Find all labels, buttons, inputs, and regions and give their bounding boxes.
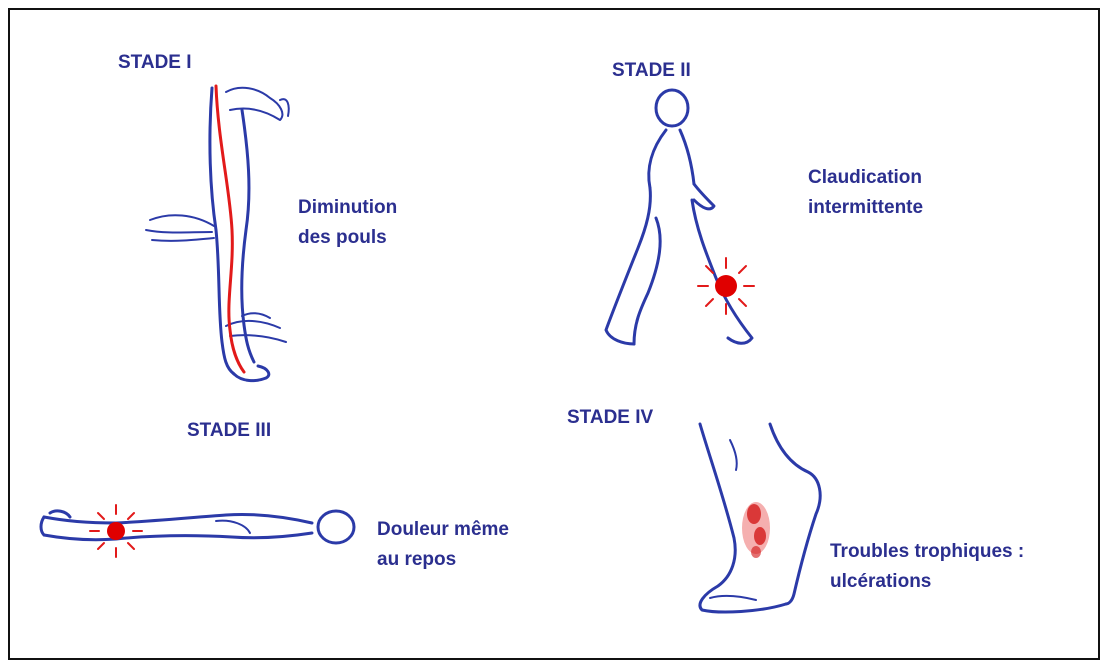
stage-2-description-line-1: Claudication [808,163,923,193]
stage-3-title: STADE III [187,420,271,442]
lying-person-icon [36,495,366,575]
stage-2-description-line-2: intermittente [808,193,923,223]
stage-4-description: Troubles trophiques : ulcérations [830,537,1024,597]
stage-3-description-line-1: Douleur même [377,515,509,545]
stage-3-description-line-2: au repos [377,545,509,575]
stage-2-title: STADE II [612,60,691,82]
ulceration-mark [742,502,770,558]
walking-person-icon [596,88,796,358]
leg-pulse-check-icon [130,80,300,390]
stage-4-description-line-2: ulcérations [830,567,1024,597]
stage-1-description-line-2: des pouls [298,223,397,253]
ulcerated-foot-icon [690,418,840,618]
stage-4-title: STADE IV [567,407,653,429]
stage-1-title: STADE I [118,52,192,74]
stage-1-description-line-1: Diminution [298,193,397,223]
stage-1-description: Diminution des pouls [298,193,397,253]
stage-4-description-line-1: Troubles trophiques : [830,537,1024,567]
stage-2-description: Claudication intermittente [808,163,923,223]
stage-3-description: Douleur même au repos [377,515,509,575]
